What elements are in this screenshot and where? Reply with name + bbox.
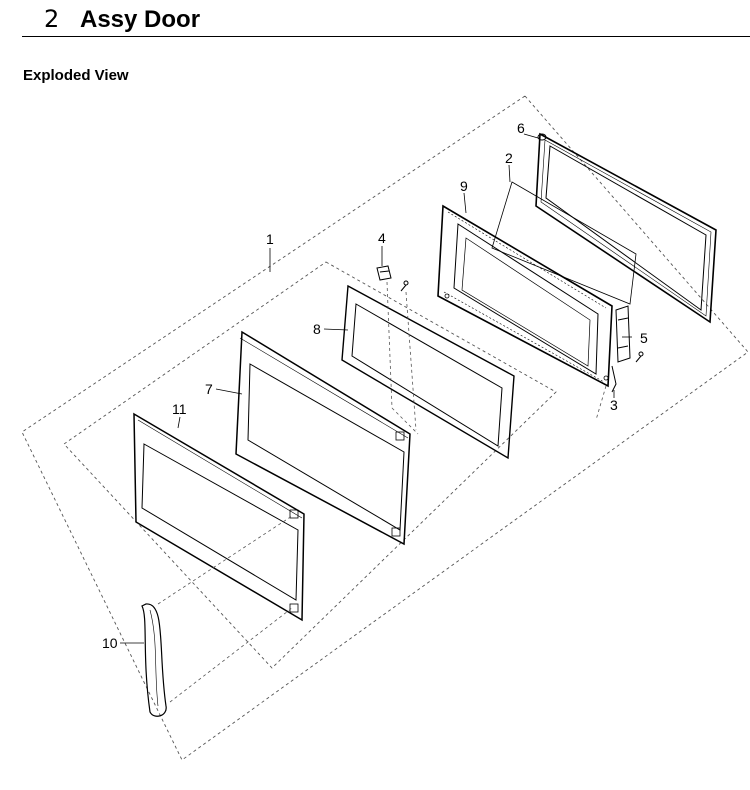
header-rule xyxy=(22,36,750,37)
section-subtitle: Exploded View xyxy=(23,67,129,84)
part-mesh-screen xyxy=(491,181,637,305)
assembly-outline-outer xyxy=(21,95,749,761)
callout-2: 2 xyxy=(505,150,513,166)
callout-11: 11 xyxy=(172,401,187,417)
callout-6: 6 xyxy=(517,120,525,136)
part-inner-door-frame xyxy=(437,204,613,388)
page-header: 2 Assy Door xyxy=(22,4,750,38)
callout-4: 4 xyxy=(378,230,386,246)
callout-leaders xyxy=(120,133,632,644)
part-screw-hinge xyxy=(635,351,644,363)
callout-7: 7 xyxy=(205,381,213,397)
part-door-back-frame xyxy=(535,132,717,324)
part-latch xyxy=(611,365,617,393)
page-title: Assy Door xyxy=(80,6,201,33)
callout-1: 1 xyxy=(266,231,274,247)
callout-10: 10 xyxy=(102,635,118,651)
callout-5: 5 xyxy=(640,330,648,346)
assembly-guide-lines xyxy=(157,281,607,703)
part-door-handle xyxy=(141,603,167,717)
callout-9: 9 xyxy=(460,178,468,194)
part-hinge-bracket xyxy=(615,305,631,363)
part-door-glass xyxy=(341,284,515,460)
section-number: 2 xyxy=(44,5,60,33)
part-small-bracket xyxy=(376,265,392,281)
callout-8: 8 xyxy=(313,321,321,337)
part-front-door-panel xyxy=(133,412,305,622)
callout-3: 3 xyxy=(610,397,618,413)
part-inner-door-panel xyxy=(235,330,411,546)
part-screw-bracket xyxy=(400,280,409,292)
assembly-outline-inner xyxy=(63,261,557,669)
